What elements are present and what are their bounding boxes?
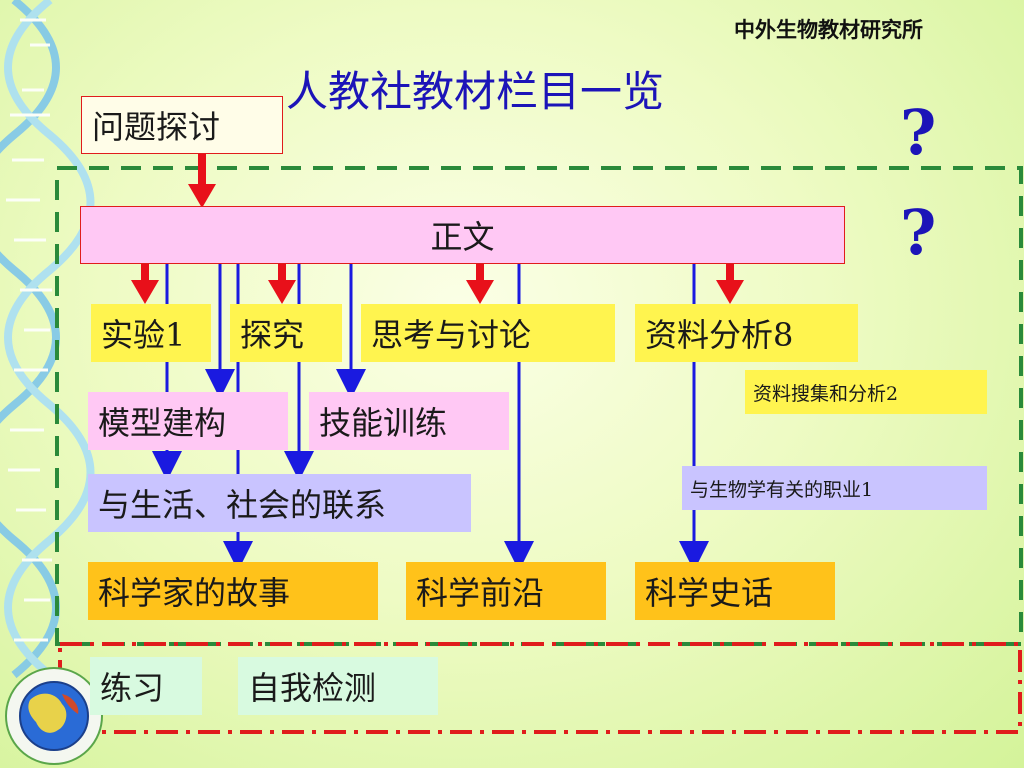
box-sikao-taolun: 思考与讨论 [361, 304, 615, 362]
box-kexuejia-gushi: 科学家的故事 [88, 562, 378, 620]
box-jineng-xunlian: 技能训练 [309, 392, 509, 450]
globe-logo [5, 667, 103, 765]
header-brand: 中外生物教材研究所 [734, 18, 923, 42]
box-lianxi: 练习 [90, 657, 202, 715]
box-moxing-jiangou: 模型建构 [88, 392, 288, 450]
red-dashdot-frame [58, 642, 1022, 734]
box-wenti-tantao: 问题探讨 [81, 96, 283, 154]
box-ziliao-fenxi: 资料分析8 [635, 304, 858, 362]
box-zhengwen: 正文 [80, 206, 845, 264]
question-mark-2: ? [900, 196, 937, 269]
box-shengwu-zhiye: 与生物学有关的职业1 [682, 466, 987, 510]
box-ziliao-soujidfenxi: 资料搜集和分析2 [745, 370, 987, 414]
box-kexue-shihua: 科学史话 [635, 562, 835, 620]
box-tanjiu: 探究 [230, 304, 342, 362]
box-ziwo-jiance: 自我检测 [238, 657, 438, 715]
page-title: 人教社教材栏目一览 [286, 67, 665, 116]
box-shiyan: 实验1 [91, 304, 211, 362]
question-mark-1: ? [900, 96, 937, 169]
dna-helix-decoration [0, 0, 95, 679]
box-shenghuo-shehui: 与生活、社会的联系 [88, 474, 471, 532]
box-kexue-qianyan: 科学前沿 [406, 562, 606, 620]
red-arrows [131, 152, 744, 304]
